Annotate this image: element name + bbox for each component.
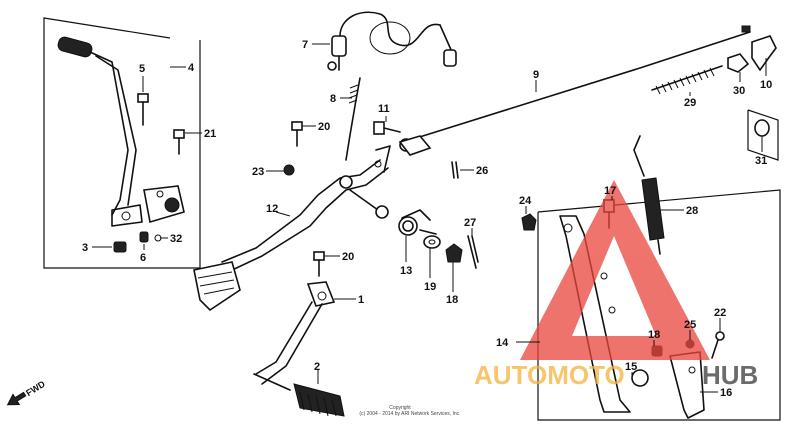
callout-20-upper: 20 (318, 121, 330, 133)
callout-22: 22 (714, 307, 726, 319)
callout-11: 11 (378, 103, 390, 115)
callout-19: 19 (424, 281, 436, 293)
callout-31: 31 (755, 155, 767, 167)
callout-17: 17 (604, 185, 616, 197)
bolt-5 (137, 93, 149, 126)
bolt-20-lower (313, 251, 325, 277)
switch-7 (327, 11, 457, 71)
callout-8: 8 (330, 93, 336, 105)
footpeg-2 (293, 383, 345, 417)
cotter-pin-27 (467, 235, 479, 269)
callout-25: 25 (684, 319, 696, 331)
callout-6: 6 (140, 252, 146, 264)
nut-18-upper (445, 243, 463, 263)
callout-10: 10 (760, 79, 772, 91)
clamp-32 (143, 185, 185, 224)
step-bar-1 (253, 281, 336, 391)
bolt-21 (173, 129, 185, 155)
callout-21: 21 (204, 128, 216, 140)
callout-5: 5 (139, 63, 145, 75)
nut-23 (283, 164, 295, 176)
part-31-box (747, 109, 779, 161)
watermark-logo: AUTOMOTO HUB (474, 180, 758, 390)
nut-24 (521, 213, 537, 231)
callout-18-upper: 18 (446, 294, 458, 306)
copyright-line-1: Copyright (389, 405, 411, 411)
callout-16: 16 (720, 387, 732, 399)
spring-28 (633, 135, 665, 255)
wingnut-10 (751, 35, 777, 72)
bolt-11 (373, 121, 401, 135)
callout-12: 12 (266, 203, 278, 215)
callout-3: 3 (82, 242, 88, 254)
cable-9 (398, 25, 751, 156)
bolt-20-upper (291, 121, 303, 147)
callout-2: 2 (314, 361, 320, 373)
pin-26 (451, 161, 459, 179)
callout-30: 30 (733, 85, 745, 97)
copyright-line-2: (c) 2004 - 2014 by ARI Network Services,… (359, 411, 460, 417)
watermark-triangle (520, 180, 710, 360)
watermark-text-secondary: HUB (702, 360, 758, 390)
callout-1: 1 (358, 294, 364, 306)
callout-28: 28 (686, 205, 698, 217)
fwd-label: FWD (24, 379, 47, 399)
callout-26: 26 (476, 165, 488, 177)
callout-18-lower: 18 (648, 329, 660, 341)
kick-lever-part (57, 36, 143, 227)
leader-lines (92, 43, 767, 393)
callout-23: 23 (252, 166, 264, 178)
main-stand-16 (631, 351, 705, 419)
washer-19 (423, 235, 441, 249)
left-group-box (43, 17, 201, 269)
fwd-arrow: FWD (6, 379, 47, 406)
callout-29: 29 (684, 97, 696, 109)
callout-15: 15 (625, 361, 637, 373)
callout-13: 13 (400, 265, 412, 277)
return-spring-13 (398, 209, 437, 236)
bolt-22 (711, 331, 725, 359)
brake-pedal-12 (193, 145, 391, 312)
callout-9: 9 (533, 69, 539, 81)
callout-24: 24 (519, 195, 532, 207)
spring-8 (345, 77, 361, 161)
callout-7: 7 (302, 39, 308, 51)
nut-30 (727, 53, 750, 73)
nut-3 (113, 241, 127, 253)
callout-27: 27 (464, 217, 476, 229)
callout-4: 4 (188, 62, 195, 74)
spring-29 (651, 65, 723, 95)
callout-32: 32 (170, 233, 182, 245)
watermark-text-primary: AUTOMOTO (474, 360, 625, 390)
callout-labels: 4 5 21 3 6 32 7 8 9 11 20 23 12 13 19 18… (82, 39, 772, 399)
pin-6 (139, 231, 149, 243)
callout-20-lower: 20 (342, 251, 354, 263)
callout-14: 14 (496, 337, 509, 349)
